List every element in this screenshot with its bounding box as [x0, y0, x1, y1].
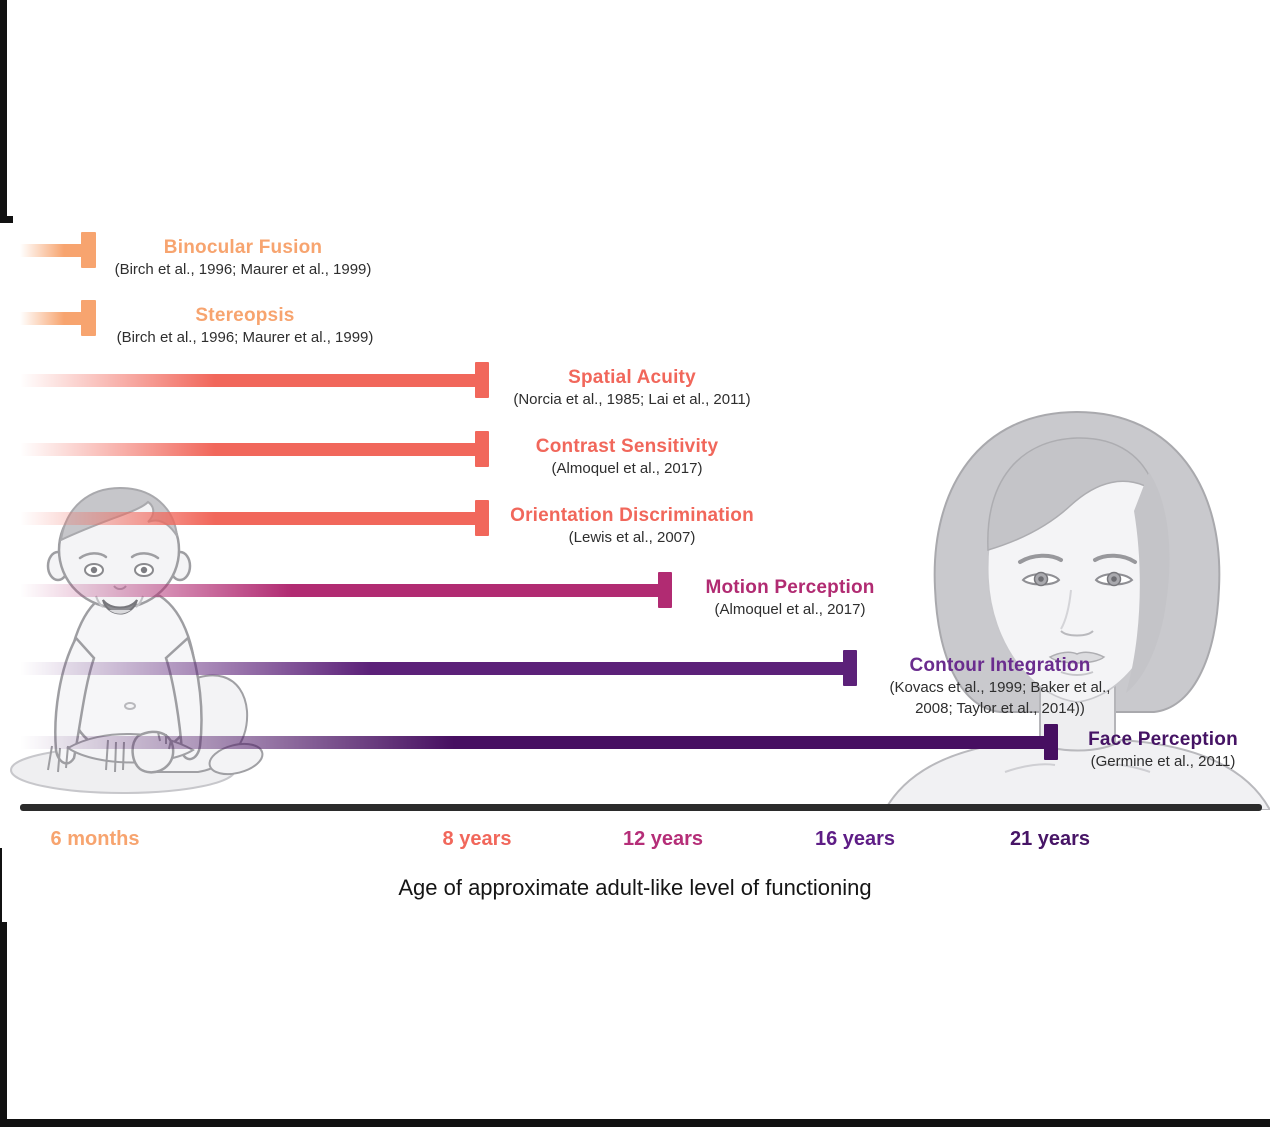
function-name: Binocular Fusion — [163, 237, 323, 258]
function-name: Contour Integration — [909, 655, 1091, 676]
axis-tick-label: 21 years — [1009, 828, 1091, 850]
citation: (Almoquel et al., 2017) — [714, 601, 866, 618]
row-label-motion-perception: Motion Perception (Almoquel et al., 2017) — [705, 576, 874, 620]
citation: (Lewis et al., 2007) — [568, 529, 696, 546]
axis-title: Age of approximate adult-like level of f… — [398, 875, 872, 900]
woman-eyebrow-left — [1018, 553, 1063, 564]
development-bar-face-perception — [20, 736, 1053, 749]
bar-end-marker-contour-integration — [843, 650, 857, 686]
bar-end-marker-binocular-fusion — [81, 232, 96, 268]
bar-end-marker-contrast-sensitivity — [475, 431, 489, 467]
citation: (Norcia et al., 1985; Lai et al., 2011) — [513, 391, 751, 408]
baby-body — [10, 594, 264, 794]
woman-lips — [1048, 651, 1106, 664]
row-label-contrast-sensitivity: Contrast Sensitivity (Almoquel et al., 20… — [536, 435, 718, 479]
age-axis-line — [20, 804, 1262, 811]
woman-eyebrow-right — [1093, 553, 1137, 564]
woman-hair-side — [1126, 472, 1170, 693]
bar-end-marker-stereopsis — [81, 300, 96, 336]
citation: (Birch et al., 1996; Maurer et al., 1999… — [116, 329, 374, 346]
row-label-contour-integration: Contour Integration (Kovacs et al., 1999;… — [878, 654, 1123, 719]
function-name: Orientation Discrimination — [510, 505, 754, 526]
citation: (Almoquel et al., 2017) — [551, 460, 703, 477]
function-name: Contrast Sensitivity — [535, 436, 719, 457]
baby-eyebrow-left — [78, 552, 108, 560]
development-bar-stereopsis — [20, 312, 91, 325]
adult-face-illustration — [885, 410, 1270, 810]
development-bar-orientation-discrimination — [20, 512, 484, 525]
bar-end-marker-face-perception — [1044, 724, 1058, 760]
citation: (Kovacs et al., 1999; Baker et al., 2008… — [889, 679, 1111, 717]
baby-eyebrow-right — [130, 552, 160, 560]
bar-end-marker-orientation-discrimination — [475, 500, 489, 536]
axis-tick-label: 8 years — [442, 828, 512, 850]
row-label-face-perception: Face Perception (Germine et al., 2011) — [1088, 728, 1238, 772]
row-label-binocular-fusion: Binocular Fusion (Birch et al., 1996; Mau… — [115, 236, 372, 280]
citation: (Birch et al., 1996; Maurer et al., 1999… — [114, 261, 372, 278]
function-name: Face Perception — [1088, 729, 1238, 750]
bar-end-marker-spatial-acuity — [475, 362, 489, 398]
frame-line-left — [0, 848, 2, 924]
row-label-spatial-acuity: Spatial Acuity (Norcia et al., 1985; Lai … — [513, 366, 750, 410]
frame-stub-top-left — [0, 216, 13, 223]
function-name: Motion Perception — [705, 577, 875, 598]
row-label-stereopsis: Stereopsis (Birch et al., 1996; Maurer et… — [117, 304, 374, 348]
axis-tick-label: 16 years — [814, 828, 896, 850]
development-bar-contour-integration — [20, 662, 852, 675]
citation: (Germine et al., 2011) — [1090, 753, 1236, 770]
axis-tick-label: 6 months — [50, 828, 140, 850]
frame-strip-top-left — [0, 0, 7, 223]
bar-end-marker-motion-perception — [658, 572, 672, 608]
frame-bar-bottom — [0, 1119, 1270, 1127]
frame-strip-bottom-left — [0, 922, 7, 1127]
woman-face — [987, 437, 1170, 703]
function-name: Stereopsis — [195, 305, 295, 326]
row-label-orientation-discrimination: Orientation Discrimination (Lewis et al.,… — [510, 504, 754, 548]
development-bar-spatial-acuity — [20, 374, 484, 387]
function-name: Spatial Acuity — [568, 367, 696, 388]
axis-tick-label: 12 years — [622, 828, 704, 850]
development-bar-motion-perception — [20, 584, 667, 597]
woman-shoulders — [885, 738, 1270, 810]
development-bar-contrast-sensitivity — [20, 443, 484, 456]
woman-nose — [1060, 589, 1072, 630]
development-bar-binocular-fusion — [20, 244, 91, 257]
